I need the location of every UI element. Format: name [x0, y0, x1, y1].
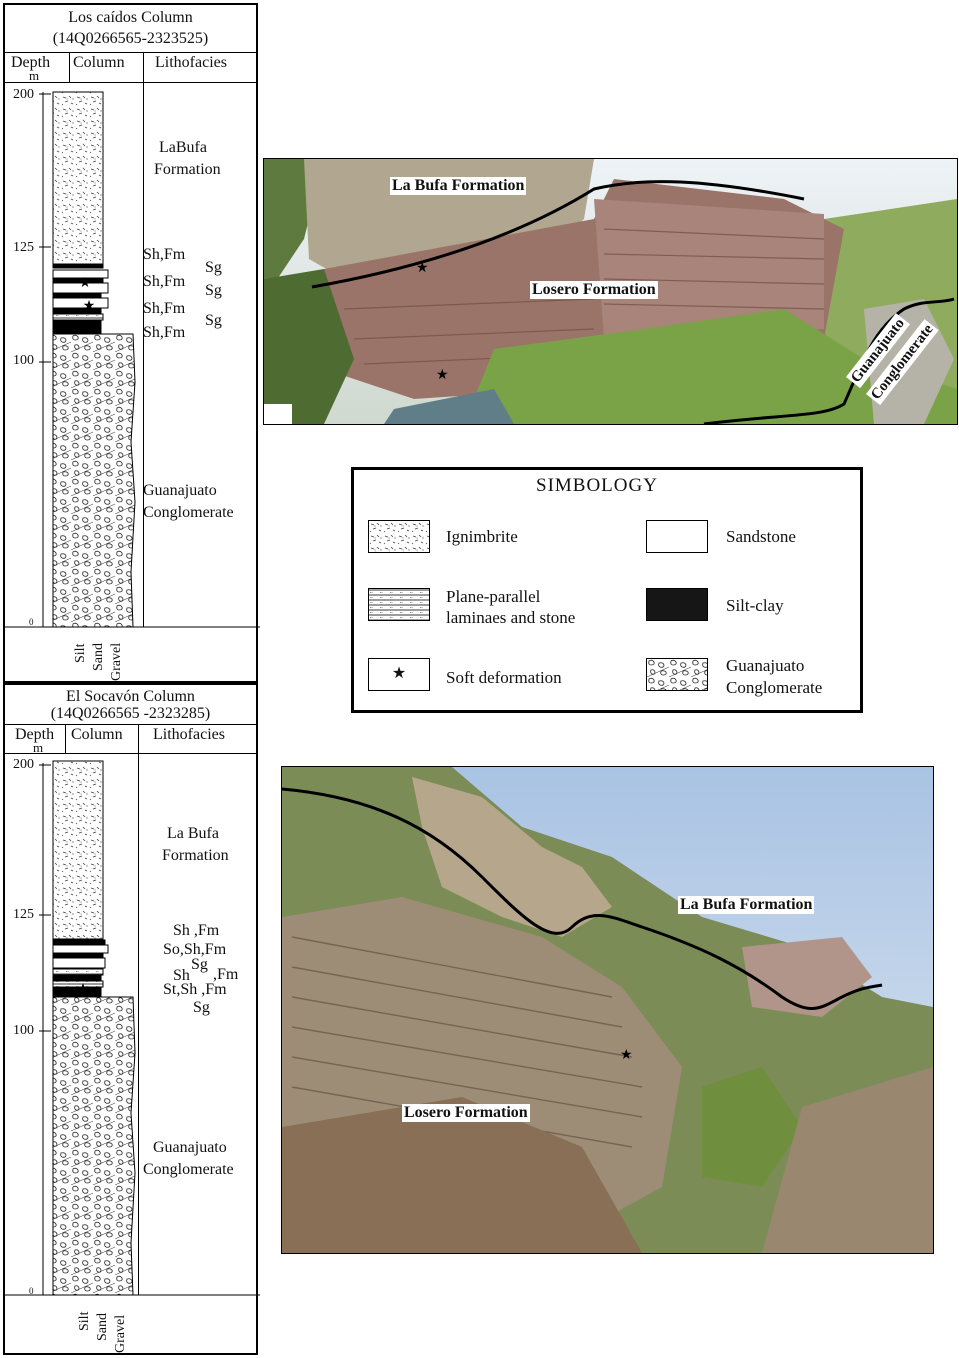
unit-label-guanajuato: Guanajuato [153, 1139, 227, 1156]
grain-size-label: Sand [95, 1313, 110, 1341]
unit-label-guanajuato: Guanajuato [143, 482, 217, 499]
depth-tick: 0 [29, 617, 34, 627]
legend-label-conglomerate: Guanajuato [726, 656, 805, 675]
unit-label-la-bufa: Formation [154, 161, 221, 178]
header-divider [5, 724, 256, 725]
svg-text:★: ★ [83, 299, 96, 314]
svg-text:★: ★ [436, 368, 449, 383]
legend-swatch-sandstone [646, 520, 708, 553]
facies-label: Sg [205, 259, 222, 276]
facies-label: St,Sh ,Fm [163, 981, 227, 998]
legend-label-laminae: Plane-parallel [446, 587, 541, 606]
photo-label-la-bufa: La Bufa Formation [390, 177, 527, 195]
legend-label-ignimbrite: Ignimbrite [446, 527, 518, 546]
facies-label: Sh,Fm [143, 246, 186, 263]
header-vline [138, 724, 139, 1295]
header-vline [65, 724, 66, 753]
facies-label: So,Sh,Fm [163, 941, 227, 958]
svg-text:★: ★ [79, 276, 92, 291]
star-icon: ★ [391, 665, 407, 682]
svg-text:★: ★ [416, 261, 429, 276]
legend-swatch-ignimbrite [368, 520, 430, 553]
lithofacies-header: Lithofacies [153, 726, 225, 743]
legend: SIMBOLOGY Ignimbrite Sandstone Plane-par… [351, 467, 863, 713]
header-vline [143, 52, 144, 627]
facies-label: ,Fm [213, 966, 239, 983]
photo-label-losero: Losero Formation [530, 281, 658, 299]
lithofacies-header: Lithofacies [155, 54, 227, 71]
depth-tick: 0 [29, 1286, 34, 1296]
depth-tick: 200 [13, 87, 34, 102]
depth-tick: 125 [13, 907, 34, 922]
facies-label: Sg [205, 282, 222, 299]
column-coordinates: (14Q0266565-2323525) [52, 30, 209, 47]
outcrop-photo-los-caidos: ★ ★ La Bufa Formation Losero Formation G… [263, 158, 958, 425]
facies-label: Sg [193, 999, 210, 1016]
depth-tick: 125 [13, 240, 34, 255]
depth-header: Depth [11, 54, 51, 71]
facies-label: Sg [191, 956, 208, 973]
svg-text:★: ★ [620, 1048, 633, 1063]
header-divider [5, 753, 256, 754]
facies-label: Sh,Fm [143, 273, 186, 290]
photo-label-la-bufa: La Bufa Formation [678, 896, 815, 914]
facies-label: Sh [173, 967, 190, 984]
column-graphic: ★ ★ [5, 91, 260, 628]
unit-label-la-bufa: La Bufa [167, 825, 219, 842]
legend-swatch-conglomerate [646, 658, 708, 691]
legend-label-laminae: laminaes and stone [446, 608, 576, 627]
grain-size-label: Silt [77, 1311, 92, 1331]
unit-label-guanajuato: Conglomerate [143, 504, 234, 521]
depth-tick: 100 [13, 353, 34, 368]
column-header: Column [71, 726, 123, 743]
legend-label-soft-deformation: Soft deformation [446, 668, 562, 687]
legend-label-silt-clay: Silt-clay [726, 596, 784, 615]
grain-size-label: Silt [73, 643, 88, 663]
unit-label-la-bufa: LaBufa [159, 139, 207, 156]
column-header: Column [73, 54, 125, 71]
facies-label: Sg [205, 312, 222, 329]
header-vline [69, 52, 70, 82]
depth-unit: m [33, 740, 44, 755]
stratigraphic-column-el-socavon: El Socavón Column (14Q0266565 -2323285) … [3, 683, 260, 1355]
facies-label: Sh,Fm [143, 324, 186, 341]
unit-label-la-bufa: Formation [162, 847, 229, 864]
legend-swatch-laminae [368, 588, 430, 621]
depth-tick: 200 [13, 757, 34, 772]
depth-unit: m [29, 68, 40, 83]
legend-label-sandstone: Sandstone [726, 527, 796, 546]
header-divider [5, 82, 256, 83]
grain-size-label: Gravel [113, 1314, 128, 1353]
depth-tick: 100 [13, 1023, 34, 1038]
grain-size-label: Sand [91, 643, 106, 671]
unit-label-guanajuato: Conglomerate [143, 1161, 234, 1178]
stratigraphic-column-los-caidos: Los caídos Column (14Q0266565-2323525) D… [3, 3, 260, 683]
column-graphic: ★ [5, 760, 260, 1296]
grain-size-label: Gravel [109, 642, 124, 681]
header-divider [5, 52, 256, 53]
svg-text:★: ★ [77, 982, 90, 997]
legend-swatch-silt-clay [646, 588, 708, 621]
outcrop-photo-illustration: ★ [282, 767, 933, 1253]
column-coordinates: (14Q0266565 -2323285) [50, 705, 211, 722]
facies-label: Sh,Fm [143, 300, 186, 317]
outcrop-photo-el-socavon: ★ La Bufa Formation Losero Formation [281, 766, 934, 1254]
column-title: El Socavón Column [66, 688, 195, 705]
facies-label: Sh ,Fm [173, 922, 220, 939]
legend-swatch-soft-deformation: ★ [368, 658, 430, 691]
photo-label-losero: Losero Formation [402, 1104, 530, 1122]
legend-title: SIMBOLOGY [536, 475, 658, 496]
column-title: Los caídos Column [68, 9, 193, 26]
depth-header: Depth [15, 726, 55, 743]
legend-label-conglomerate: Conglomerate [726, 678, 823, 697]
